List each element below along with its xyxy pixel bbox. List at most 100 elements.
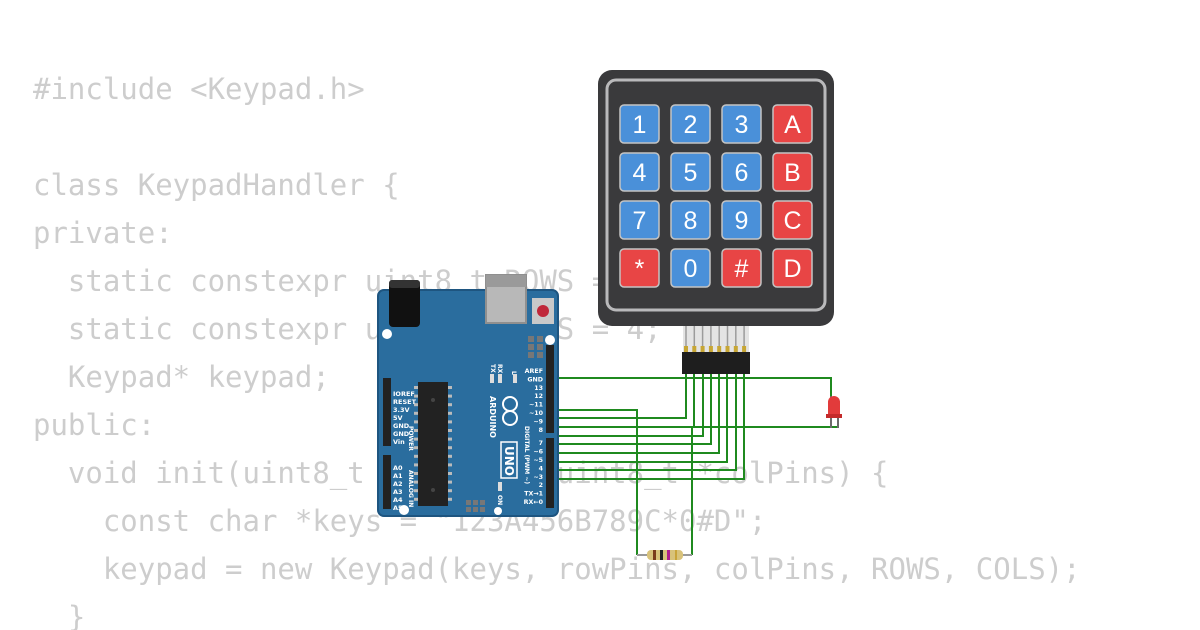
led-ground-wire bbox=[554, 377, 832, 396]
key-cap bbox=[670, 248, 711, 288]
digital-header-upper bbox=[546, 345, 554, 433]
power-pin-label: 5V bbox=[393, 414, 403, 422]
power-pin-label: IOREF bbox=[393, 390, 415, 398]
resistor[interactable] bbox=[637, 550, 692, 560]
arduino-brand-label: ARDUINO bbox=[488, 396, 497, 438]
keypad-key[interactable]: # bbox=[721, 248, 762, 288]
key-label: 8 bbox=[684, 207, 698, 235]
analog-pin-label: A5 bbox=[393, 504, 403, 512]
keypad-key[interactable]: 3 bbox=[721, 104, 762, 144]
keypad-key[interactable]: 6 bbox=[721, 152, 762, 192]
power-jack-top bbox=[389, 280, 420, 288]
keypad-wire bbox=[554, 374, 728, 463]
keypad-wire bbox=[554, 374, 737, 471]
key-label: C bbox=[783, 207, 801, 235]
key-label: 6 bbox=[735, 159, 749, 187]
keypad-wire bbox=[554, 374, 695, 428]
keypad-key[interactable]: 2 bbox=[670, 104, 711, 144]
digital-pin-label: ~3 bbox=[533, 474, 543, 481]
key-cap bbox=[670, 200, 711, 240]
wires bbox=[554, 374, 839, 555]
keypad-key[interactable]: 4 bbox=[619, 152, 660, 192]
analog-pin-label: A0 bbox=[393, 464, 403, 472]
digital-pin-label: GND bbox=[527, 376, 543, 383]
power-pin-label: RESET bbox=[393, 398, 417, 406]
analog-pin-label: A1 bbox=[393, 472, 403, 480]
key-label: 2 bbox=[684, 111, 698, 139]
key-label: 0 bbox=[684, 255, 698, 283]
digital-pin-label: 7 bbox=[539, 440, 543, 447]
power-header-label: POWER bbox=[407, 426, 414, 451]
code-line: Keypad* keypad; bbox=[33, 360, 330, 394]
key-cap bbox=[721, 104, 762, 144]
led-signal-wire bbox=[554, 426, 839, 428]
key-label: # bbox=[735, 255, 749, 283]
ribbon-pin bbox=[708, 346, 713, 352]
keypad-key[interactable]: A bbox=[772, 104, 813, 144]
code-line: public: bbox=[33, 408, 156, 442]
key-cap bbox=[619, 248, 660, 288]
keypad-key[interactable]: 7 bbox=[619, 200, 660, 240]
ribbon-pin bbox=[692, 346, 697, 352]
digital-pin-label: TX→1 bbox=[524, 491, 543, 498]
keypad-key[interactable]: D bbox=[772, 248, 813, 288]
ribbon-pin bbox=[742, 346, 747, 352]
key-cap bbox=[721, 152, 762, 192]
icsp-header bbox=[528, 336, 543, 358]
mount-hole bbox=[399, 505, 409, 515]
keypad-wire bbox=[554, 374, 745, 480]
keypad-key[interactable]: B bbox=[772, 152, 813, 192]
key-label: 4 bbox=[633, 159, 647, 187]
key-cap bbox=[772, 152, 813, 192]
ribbon-pin bbox=[725, 346, 730, 352]
code-line: keypad = new Keypad(keys, rowPins, colPi… bbox=[33, 552, 1081, 586]
keypad-key[interactable]: C bbox=[772, 200, 813, 240]
power-jack bbox=[389, 280, 420, 327]
digital-pin-label: AREF bbox=[525, 368, 543, 375]
keypad-key[interactable]: 5 bbox=[670, 152, 711, 192]
keypad-key[interactable]: * bbox=[619, 248, 660, 288]
key-cap bbox=[619, 152, 660, 192]
digital-pin-label: ~10 bbox=[529, 410, 544, 417]
digital-pin-label: ~5 bbox=[533, 457, 543, 464]
mount-hole bbox=[545, 335, 555, 345]
key-label: D bbox=[783, 255, 801, 283]
digital-pin-label: ~6 bbox=[533, 449, 543, 456]
chip-dot bbox=[431, 488, 435, 492]
onboard-leds bbox=[490, 374, 517, 491]
mount-hole bbox=[494, 507, 502, 515]
ribbon-pin bbox=[684, 346, 688, 352]
digital-pin-label: 8 bbox=[539, 427, 543, 434]
key-cap bbox=[721, 200, 762, 240]
key-cap bbox=[772, 104, 813, 144]
analog-header-label: ANALOG IN bbox=[407, 470, 414, 507]
digital-pin-label: 4 bbox=[539, 465, 544, 472]
keypad-key[interactable]: 0 bbox=[670, 248, 711, 288]
digital-pin-label: ~11 bbox=[529, 402, 543, 409]
chip-dot bbox=[431, 398, 435, 402]
key-label: A bbox=[784, 111, 801, 139]
analog-header bbox=[383, 455, 391, 509]
led-label-l: L bbox=[510, 371, 517, 375]
red-led[interactable] bbox=[826, 396, 842, 428]
arduino-uno-board[interactable]: IOREFRESET3.3V5VGNDGNDVinA0A1A2A3A4A5POW… bbox=[377, 274, 559, 517]
keypad-key[interactable]: 9 bbox=[721, 200, 762, 240]
digital-pin-label: 12 bbox=[534, 393, 543, 400]
keypad-connector bbox=[682, 352, 750, 374]
arduino-model-label: UNO bbox=[502, 446, 516, 476]
keypad-key[interactable]: 8 bbox=[670, 200, 711, 240]
reset-button[interactable] bbox=[537, 305, 549, 317]
icsp-header-2 bbox=[466, 500, 485, 512]
key-label: 5 bbox=[684, 159, 698, 187]
power-header bbox=[383, 378, 391, 446]
ribbon-pin bbox=[717, 346, 722, 352]
digital-pin-label: RX←0 bbox=[524, 499, 544, 506]
key-cap bbox=[670, 152, 711, 192]
chip-pins bbox=[414, 386, 452, 501]
code-line: #include <Keypad.h> bbox=[33, 72, 365, 106]
keypad-key[interactable]: 1 bbox=[619, 104, 660, 144]
led-label-rx: RX bbox=[496, 364, 503, 374]
key-cap bbox=[619, 200, 660, 240]
